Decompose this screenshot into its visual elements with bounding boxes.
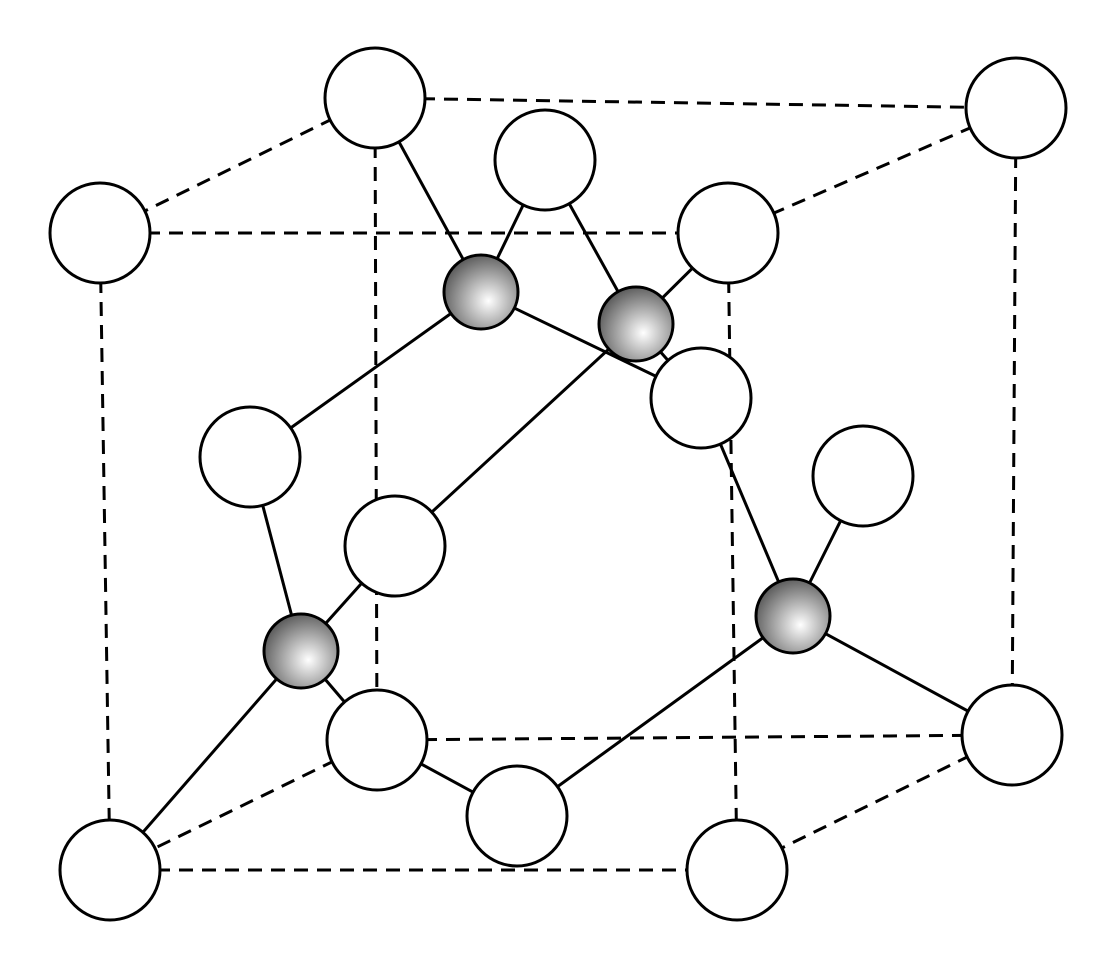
large-atom	[811, 424, 915, 528]
large-atom	[964, 56, 1068, 160]
cell-edge	[376, 733, 1013, 742]
small-atom	[597, 285, 675, 363]
bond	[393, 322, 638, 548]
small-atom	[262, 612, 340, 690]
large-atom	[493, 108, 597, 212]
large-atom	[325, 688, 429, 792]
small-atom	[754, 577, 832, 655]
large-atom	[343, 494, 447, 598]
large-atom	[465, 764, 569, 868]
large-atom	[58, 818, 162, 922]
atoms	[48, 46, 1068, 922]
cell-edge	[98, 232, 112, 871]
bond	[516, 614, 794, 818]
cell-edge	[1010, 107, 1018, 736]
cell-edge	[374, 96, 1017, 110]
small-atom	[442, 253, 520, 331]
cell-edge	[726, 232, 739, 871]
cell-edge	[373, 97, 379, 741]
large-atom	[685, 818, 789, 922]
large-atom	[198, 405, 302, 509]
large-atom	[48, 181, 152, 285]
cell-edge	[727, 106, 1017, 235]
large-atom	[676, 181, 780, 285]
large-atom	[323, 46, 427, 150]
large-atom	[649, 346, 753, 450]
large-atom	[960, 683, 1064, 787]
